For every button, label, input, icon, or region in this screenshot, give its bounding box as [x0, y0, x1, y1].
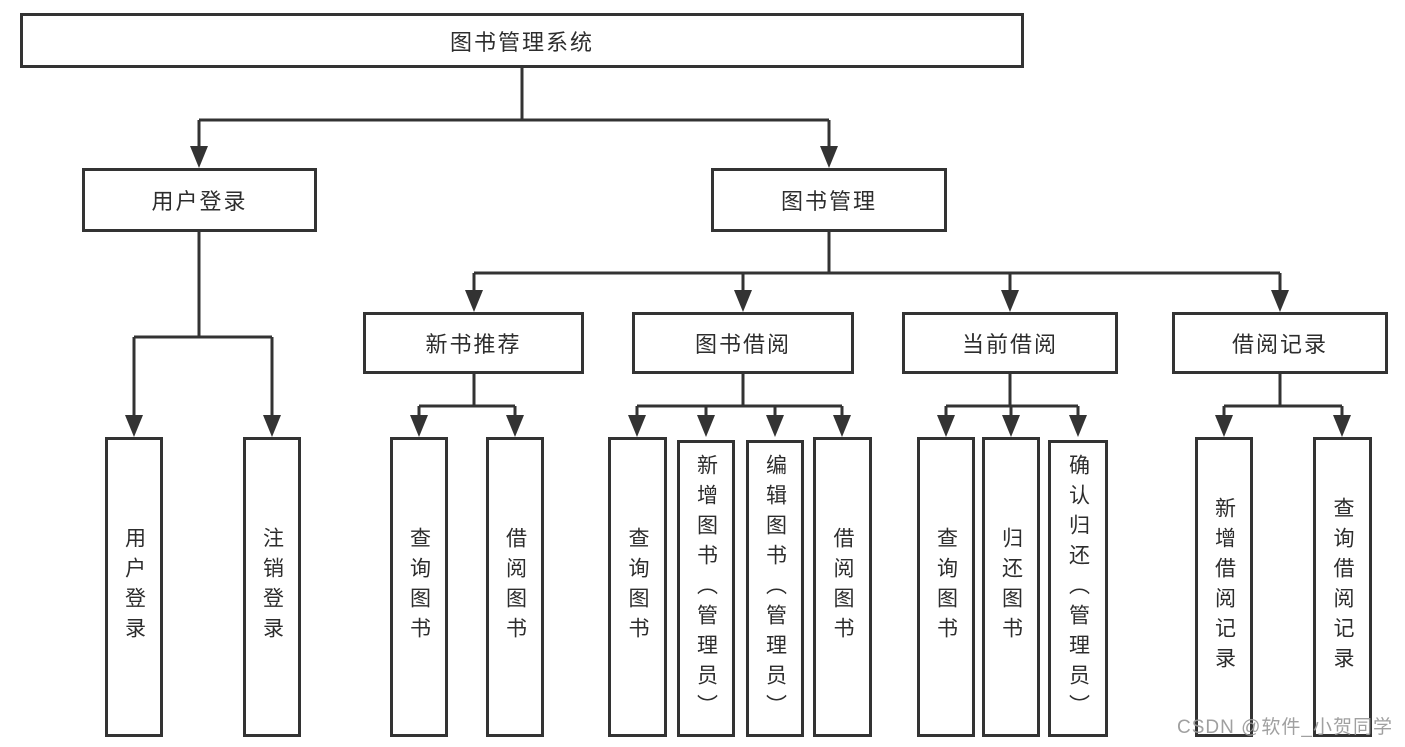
arrowhead: [190, 146, 208, 168]
connector-userlogin-split: [132, 232, 274, 416]
arrowhead: [820, 146, 838, 168]
node-label: 用户登录: [122, 527, 146, 647]
node-label: 图书借阅: [694, 332, 791, 357]
node-label: 借阅记录: [1231, 332, 1328, 357]
connector-newbookrec-split: [417, 374, 517, 416]
node-label: 查询图书: [934, 527, 958, 647]
connector-bookmgmt-split: [472, 232, 1282, 291]
connector-root-split: [197, 68, 831, 147]
node-label: 查询借阅记录: [1331, 497, 1354, 677]
node-borrowing-records: 借阅记录: [1172, 312, 1388, 374]
node-label: 查询图书: [626, 527, 649, 647]
node-label: 新增图书（管理员）: [694, 453, 718, 724]
connector-borrowrecord-split: [1222, 374, 1344, 416]
node-label: 新书推荐: [425, 332, 522, 357]
node-label: 图书管理: [780, 189, 877, 214]
arrowhead: [937, 415, 955, 437]
node-book-borrowing: 图书借阅: [632, 312, 854, 374]
node-root: 图书管理系统: [20, 13, 1024, 68]
node-logout: 注销登录: [243, 437, 301, 737]
node-label: 图书管理系统: [449, 29, 594, 55]
arrowhead: [506, 415, 524, 437]
node-label: 当前借阅: [961, 332, 1058, 357]
node-cb-return-books: 归还图书: [982, 437, 1040, 737]
node-label: 借阅图书: [503, 527, 527, 647]
node-current-borrowing: 当前借阅: [902, 312, 1118, 374]
arrowhead: [697, 415, 715, 437]
node-label: 查询图书: [407, 527, 431, 647]
node-cb-confirm-return-admin: 确认归还（管理员）: [1048, 440, 1108, 737]
node-br-query-record: 查询借阅记录: [1313, 437, 1372, 737]
node-user-login-action: 用户登录: [105, 437, 163, 737]
node-br-add-record: 新增借阅记录: [1195, 437, 1253, 737]
connector-currentborrow-split: [944, 374, 1080, 416]
arrowhead: [1271, 290, 1289, 312]
node-bb-edit-books-admin: 编辑图书（管理员）: [746, 440, 804, 737]
arrowhead: [410, 415, 428, 437]
node-label: 注销登录: [260, 527, 284, 647]
node-rec-borrow-books: 借阅图书: [486, 437, 544, 737]
arrowhead: [263, 415, 281, 437]
arrowhead: [734, 290, 752, 312]
node-label: 借阅图书: [831, 527, 854, 647]
node-label: 新增借阅记录: [1212, 497, 1236, 677]
arrowhead: [766, 415, 784, 437]
arrowhead: [833, 415, 851, 437]
node-new-book-recommendation: 新书推荐: [363, 312, 584, 374]
node-bb-add-books-admin: 新增图书（管理员）: [677, 440, 735, 737]
arrowhead: [1001, 290, 1019, 312]
node-label: 用户登录: [151, 189, 248, 214]
node-label: 归还图书: [999, 527, 1023, 647]
node-bb-query-books: 查询图书: [608, 437, 667, 737]
csdn-watermark: CSDN @软件_小贺同学: [1177, 717, 1393, 738]
arrowhead: [628, 415, 646, 437]
arrowhead: [1002, 415, 1020, 437]
node-bb-borrow-books: 借阅图书: [813, 437, 872, 737]
arrowhead: [1069, 415, 1087, 437]
node-label: 确认归还（管理员）: [1066, 453, 1090, 724]
arrowhead: [1333, 415, 1351, 437]
node-user-login: 用户登录: [82, 168, 317, 232]
node-cb-query-books: 查询图书: [917, 437, 975, 737]
arrowhead: [125, 415, 143, 437]
arrowhead: [1215, 415, 1233, 437]
node-book-management: 图书管理: [711, 168, 947, 232]
node-label: 编辑图书（管理员）: [763, 453, 787, 724]
connector-bookborrow-split: [635, 374, 844, 416]
arrowhead: [465, 290, 483, 312]
node-rec-query-books: 查询图书: [390, 437, 448, 737]
